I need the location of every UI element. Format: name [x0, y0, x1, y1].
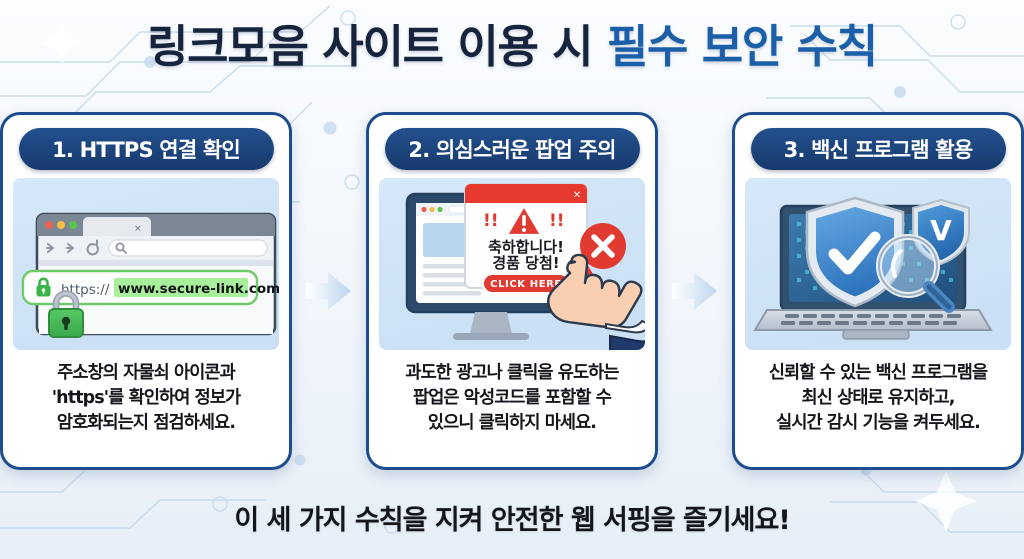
card-https[interactable]: 1. HTTPS 연결 확인: [0, 112, 292, 470]
cards-row: 1. HTTPS 연결 확인: [0, 112, 1024, 472]
card-https-body: 주소창의 자물쇠 아이콘과 'https'를 확인하여 정보가 암호화되는지 점…: [51, 363, 241, 433]
warning-marks-right: !!: [549, 211, 565, 231]
card-antivirus-badge: 3. 백신 프로그램 활용: [750, 128, 1006, 170]
warning-marks-left: !!: [483, 211, 499, 231]
page-title-lead: 링크모음 사이트 이용 시: [146, 20, 607, 73]
arrow-card1-to-card2: [292, 112, 366, 470]
card-https-badge: 1. HTTPS 연결 확인: [18, 128, 274, 170]
footer-text: 이 세 가지 수칙을 지켜 안전한 웹 서핑을 즐기세요!: [234, 505, 790, 536]
popup-cta-button: CLICK HERE: [490, 279, 562, 290]
page-title-text: 링크모음 사이트 이용 시 필수 보안 수칙: [0, 22, 1024, 72]
popup-close-icon: ✕: [573, 190, 581, 201]
svg-text:V: V: [930, 214, 952, 247]
card-antivirus-body: 신뢰할 수 있는 백신 프로그램을 최신 상태로 유지하고, 실시간 감시 기능…: [768, 363, 988, 433]
card-antivirus[interactable]: 3. 백신 프로그램 활용: [732, 112, 1024, 470]
popup-headline-line2: 경품 당첨!: [492, 254, 559, 272]
footer: 이 세 가지 수칙을 지켜 안전한 웹 서핑을 즐기세요!: [0, 498, 1024, 537]
browser-tab-close-icon: ×: [134, 224, 142, 234]
card-popup[interactable]: 2. 의심스러운 팝업 주의: [366, 112, 658, 470]
card-popup-badge: 2. 의심스러운 팝업 주의: [384, 128, 640, 170]
popup-scam-illustration: ✕ !! !! 축하합니다! 경품 당첨! CLICK HERE: [379, 178, 645, 350]
page-title: 링크모음 사이트 이용 시 필수 보안 수칙: [0, 22, 1024, 72]
browser-https-illustration: ×: [13, 178, 279, 350]
antivirus-laptop-illustration: V: [745, 178, 1011, 350]
page-title-accent: 필수 보안 수칙: [606, 20, 878, 73]
card-popup-body: 과도한 광고나 클릭을 유도하는 팝업은 악성코드를 포함할 수 있으니 클릭하…: [405, 363, 619, 433]
arrow-card2-to-card3: [658, 112, 732, 470]
url-domain-text: www.secure-link.com: [118, 281, 279, 297]
